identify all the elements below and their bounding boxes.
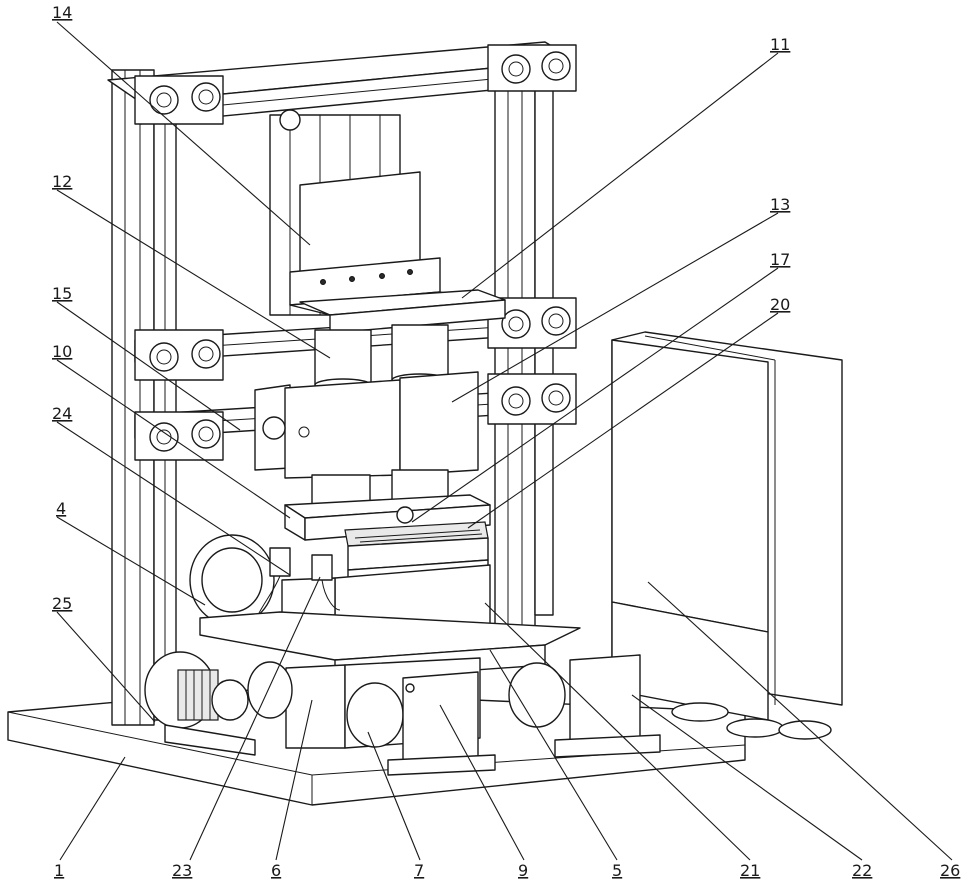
callout-14: 14	[52, 3, 72, 22]
callout-11: 11	[770, 35, 790, 54]
callout-4: 4	[56, 499, 66, 518]
callout-12: 12	[52, 172, 72, 191]
callout-23: 23	[172, 861, 192, 880]
callout-25: 25	[52, 594, 72, 613]
callout-15: 15	[52, 284, 72, 303]
callout-13: 13	[770, 195, 790, 214]
left-column	[112, 70, 176, 725]
callout-24: 24	[52, 404, 72, 423]
callout-1: 1	[54, 861, 64, 880]
callout-6: 6	[271, 861, 281, 880]
callout-17: 17	[770, 250, 790, 269]
callout-9: 9	[518, 861, 528, 880]
callout-7: 7	[414, 861, 424, 880]
callout-26: 26	[940, 861, 960, 880]
control-cabinet	[612, 332, 842, 739]
callout-22: 22	[852, 861, 872, 880]
callout-10: 10	[52, 342, 72, 361]
callout-21: 21	[740, 861, 760, 880]
callout-20: 20	[770, 295, 790, 314]
fan-housing	[190, 535, 274, 625]
callout-5: 5	[612, 861, 622, 880]
mold-blocks	[255, 372, 478, 478]
